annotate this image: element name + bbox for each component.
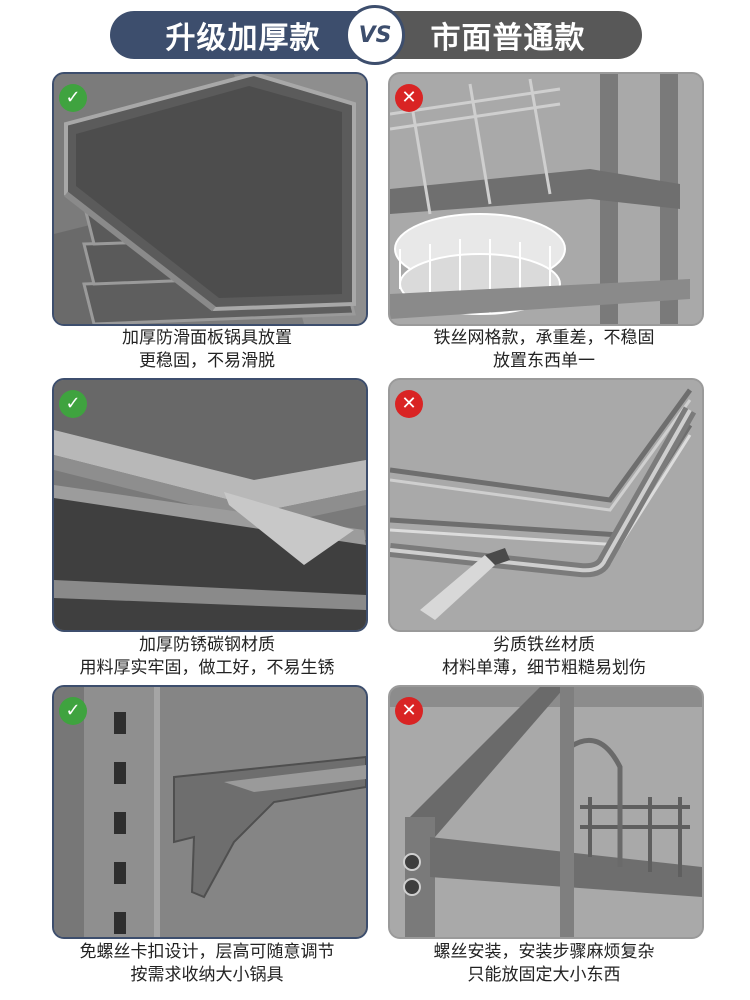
caption-wire-grid: 铁丝网格款，承重差，不稳固 放置东西单一 bbox=[433, 328, 655, 371]
clip-bracket-image bbox=[54, 687, 366, 937]
caption-thick-shelf: 加厚防滑面板锅具放置 更稳固，不易滑脱 bbox=[122, 328, 292, 371]
panel-clip-design: ✓ bbox=[52, 685, 368, 939]
screw-bracket-image bbox=[390, 687, 702, 937]
shelf-stack-image bbox=[54, 74, 366, 324]
cross-icon: ✕ bbox=[395, 84, 423, 112]
caption-clip-design: 免螺丝卡扣设计，层高可随意调节 按需求收纳大小锅具 bbox=[79, 942, 335, 985]
upgraded-label: 升级加厚款 bbox=[110, 11, 376, 59]
check-icon: ✓ bbox=[59, 697, 87, 725]
wire-rack-image bbox=[390, 74, 702, 324]
caption-carbon-steel: 加厚防锈碳钢材质 用料厚实牢固，做工好，不易生锈 bbox=[79, 635, 335, 678]
steel-edge-image bbox=[54, 380, 366, 630]
check-icon: ✓ bbox=[59, 390, 87, 418]
panel-thick-shelf: ✓ bbox=[52, 72, 368, 326]
panel-wire-grid: ✕ bbox=[388, 72, 704, 326]
panel-thin-wire: ✕ bbox=[388, 378, 704, 632]
cross-icon: ✕ bbox=[395, 390, 423, 418]
caption-screw-install: 螺丝安装，安装步骤麻烦复杂 只能放固定大小东西 bbox=[433, 942, 655, 985]
panel-screw-install: ✕ bbox=[388, 685, 704, 939]
caption-thin-wire: 劣质铁丝材质 材料单薄，细节粗糙易划伤 bbox=[442, 635, 646, 678]
thin-wire-image bbox=[390, 380, 702, 630]
cross-icon: ✕ bbox=[395, 697, 423, 725]
panel-carbon-steel: ✓ bbox=[52, 378, 368, 632]
check-icon: ✓ bbox=[59, 84, 87, 112]
vs-badge: VS bbox=[345, 5, 405, 65]
ordinary-label: 市面普通款 bbox=[374, 11, 642, 59]
